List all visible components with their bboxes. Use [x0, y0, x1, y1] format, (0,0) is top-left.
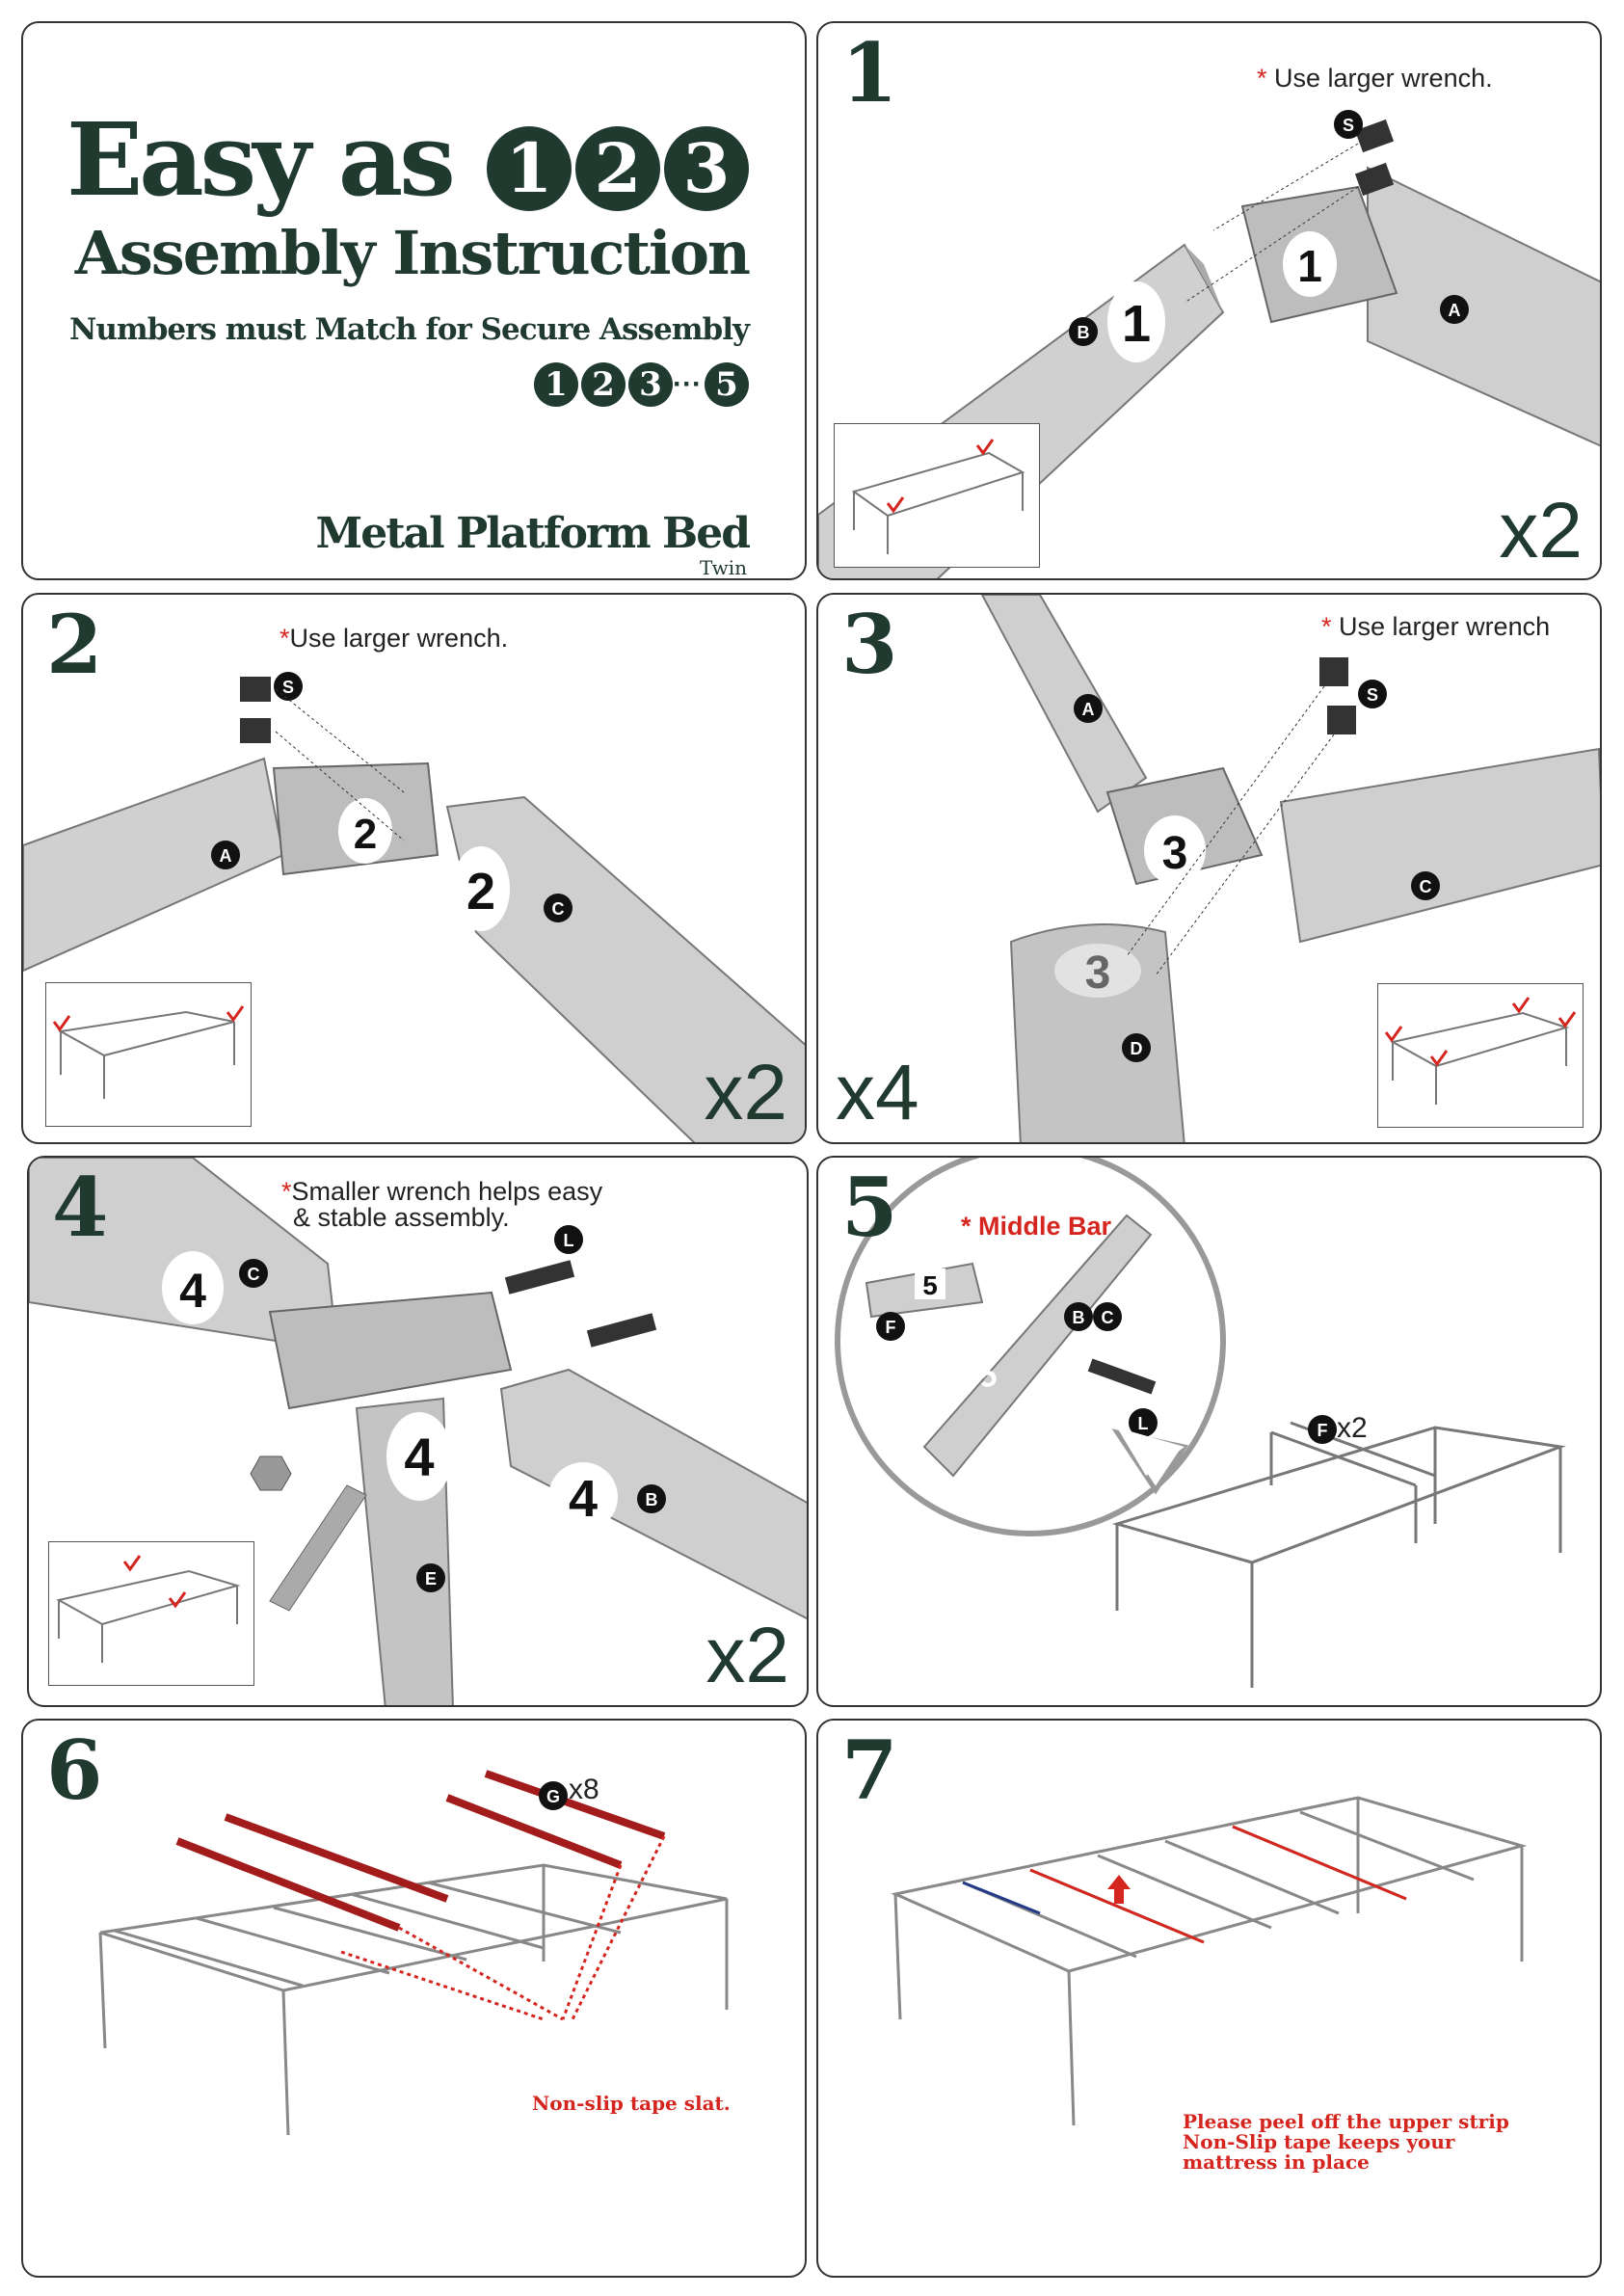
step-3-panel: 3 3 A C D S 3 * Use larger wrench x4: [816, 593, 1602, 1144]
step-3-illustration: 3 3 A C D S: [980, 595, 1600, 1142]
step-7-illustration: [891, 1796, 1528, 2126]
step-7-number: 7: [841, 1722, 898, 1818]
title-prefix: Easy as: [67, 100, 456, 219]
step-7-red-note: Please peel off the upper strip Non-Slip…: [1183, 2112, 1509, 2173]
svg-text:5: 5: [922, 1270, 938, 1300]
step-5-illustration: 5 5 F B C L F: [835, 1158, 1566, 1688]
seq-dots: ···: [673, 368, 702, 400]
note-text: Use larger wrench: [1331, 612, 1551, 641]
step-1-number: 1: [841, 25, 898, 120]
svg-text:E: E: [425, 1569, 437, 1589]
svg-text:A: A: [220, 846, 232, 866]
step-6-illustration: G: [98, 1770, 729, 2136]
svg-text:3: 3: [1085, 948, 1111, 999]
note-star: *: [1321, 612, 1332, 641]
product-size: Twin: [699, 556, 747, 579]
step-2-illustration: 2 2 A C S: [23, 672, 805, 1142]
svg-text:C: C: [1420, 877, 1432, 896]
seq-1: 1: [534, 362, 579, 407]
svg-text:A: A: [1082, 700, 1095, 719]
svg-text:S: S: [1367, 685, 1378, 705]
step-2-number: 2: [46, 597, 103, 692]
cover-tagline: Numbers must Match for Secure Assembly: [69, 312, 750, 347]
svg-text:C: C: [552, 899, 565, 919]
title-num-3: 3: [664, 125, 749, 211]
note-star: *: [280, 624, 290, 653]
step-5-panel: 5 5 F B C L F 5 * Middle Bar x2: [816, 1156, 1602, 1707]
svg-text:B: B: [1073, 1308, 1085, 1327]
svg-text:1: 1: [1297, 241, 1322, 291]
step-4-mini-diagram: [48, 1541, 254, 1686]
svg-text:C: C: [1102, 1308, 1114, 1327]
note-text: Middle Bar: [971, 1212, 1112, 1241]
step-1-mini-diagram: [834, 423, 1040, 568]
step-5-note: * Middle Bar: [961, 1212, 1111, 1241]
svg-text:S: S: [282, 678, 294, 697]
step-6-number: 6: [46, 1722, 103, 1818]
step-3-note: * Use larger wrench: [1321, 612, 1550, 642]
step-3-multiplier: x4: [836, 1049, 919, 1136]
red-note-line-3: mattress in place: [1183, 2150, 1370, 2174]
title-num-2: 2: [575, 125, 660, 211]
step-4-note: *Smaller wrench helps easy& stable assem…: [281, 1179, 602, 1231]
seq-5: 5: [705, 362, 749, 407]
step-2-note: *Use larger wrench.: [280, 624, 508, 654]
step-4-illustration: 4 4 4 C B E L: [29, 1158, 807, 1705]
note-star: *: [1257, 64, 1267, 93]
step-1-multiplier: x2: [1499, 487, 1583, 574]
cover-subtitle: Assembly Instruction: [74, 218, 751, 288]
step-4-multiplier: x2: [706, 1612, 789, 1699]
svg-text:B: B: [646, 1490, 658, 1509]
svg-text:L: L: [564, 1231, 574, 1250]
svg-text:S: S: [1343, 116, 1354, 135]
note-text-2: & stable assembly.: [293, 1203, 510, 1232]
note-text: Smaller wrench helps easy: [291, 1177, 603, 1206]
svg-text:F: F: [886, 1318, 896, 1337]
svg-text:B: B: [1078, 323, 1090, 342]
step-5-number: 5: [841, 1160, 898, 1255]
step-4-panel: 4 4 4 C B E L 4 *Smaller wrench helps ea…: [27, 1156, 809, 1707]
svg-text:F: F: [1318, 1421, 1328, 1440]
seq-2: 2: [581, 362, 626, 407]
svg-text:C: C: [248, 1265, 260, 1284]
step-2-multiplier: x2: [704, 1049, 787, 1136]
step-2-panel: 2 2 A C S 2 *Use larger wrench. x2: [21, 593, 807, 1144]
note-star: *: [961, 1212, 972, 1241]
step-1-note: * Use larger wrench.: [1257, 64, 1493, 93]
step-1-panel: 1 1 B A S 1 * Use larger wrench. x2: [816, 21, 1602, 580]
step-7-panel: 7 Please peel off the upper strip Non-Sl…: [816, 1719, 1602, 2278]
note-text: Use larger wrench.: [1266, 64, 1493, 93]
note-star: *: [281, 1177, 292, 1206]
svg-text:4: 4: [569, 1470, 598, 1528]
svg-text:2: 2: [354, 811, 377, 858]
step-3-mini-diagram: [1377, 983, 1584, 1128]
product-name: Metal Platform Bed: [315, 509, 751, 558]
step-3-number: 3: [841, 597, 898, 692]
svg-text:1: 1: [1122, 295, 1151, 353]
step-2-mini-diagram: [45, 982, 252, 1127]
svg-text:D: D: [1131, 1039, 1143, 1058]
step-6-panel: G 6 x8 Non-slip tape slat.: [21, 1719, 807, 2278]
step-6-multiplier: x8: [569, 1774, 599, 1805]
step-4-number: 4: [52, 1160, 109, 1255]
svg-text:L: L: [1138, 1414, 1149, 1433]
note-text: Use larger wrench.: [289, 624, 509, 653]
red-note-line-1: Please peel off the upper strip: [1183, 2110, 1509, 2133]
svg-text:2: 2: [466, 863, 495, 921]
svg-text:3: 3: [1162, 828, 1188, 879]
seq-3: 3: [628, 362, 674, 407]
step-6-red-note: Non-slip tape slat.: [532, 2092, 731, 2115]
svg-text:A: A: [1449, 301, 1461, 320]
svg-text:4: 4: [404, 1427, 434, 1487]
svg-text:4: 4: [179, 1264, 206, 1318]
svg-text:G: G: [546, 1787, 560, 1806]
title-num-1: 1: [487, 125, 572, 211]
step-5-multiplier: x2: [1337, 1412, 1368, 1444]
red-note-line-2: Non-Slip tape keeps your: [1183, 2130, 1455, 2153]
